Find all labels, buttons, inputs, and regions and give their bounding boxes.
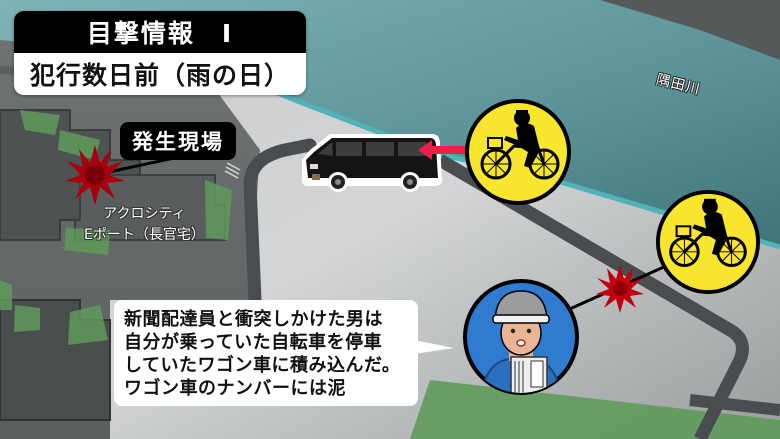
speech-tail xyxy=(414,340,454,354)
place-label-line1: アクロシティ xyxy=(103,206,186,222)
place-label-line2: Eポート（長官宅） xyxy=(84,227,205,243)
caption-box: 新聞配達員と衝突しかけた男は 自分が乗っていた自転車を停車 していたワゴン車に積… xyxy=(114,300,418,406)
caption-line: ワゴン車のナンバーには泥 xyxy=(124,378,346,399)
title-box: 目撃情報 Ⅰ 犯行数日前（雨の日） xyxy=(14,11,306,95)
cyclist-silhouette-icon xyxy=(465,99,571,205)
explosion-burst-icon xyxy=(596,265,644,313)
cyclist-silhouette-icon xyxy=(655,189,761,295)
title: 目撃情報 Ⅰ xyxy=(14,11,306,53)
caption-line: 新聞配達員と衝突しかけた男は xyxy=(124,309,383,330)
caption-line: 自分が乗っていた自転車を停車 xyxy=(124,332,383,353)
red-arrow-left-icon xyxy=(418,140,474,160)
scene-label: 発生現場 xyxy=(120,122,236,160)
newspaper-deliverer-icon xyxy=(463,279,579,395)
caption-line: していたワゴン車に積み込んだ。 xyxy=(124,355,401,376)
subtitle: 犯行数日前（雨の日） xyxy=(14,53,306,95)
explosion-burst-icon xyxy=(65,145,125,205)
place-label: アクロシティ Eポート（長官宅） xyxy=(84,204,205,246)
black-van-icon xyxy=(302,134,442,192)
